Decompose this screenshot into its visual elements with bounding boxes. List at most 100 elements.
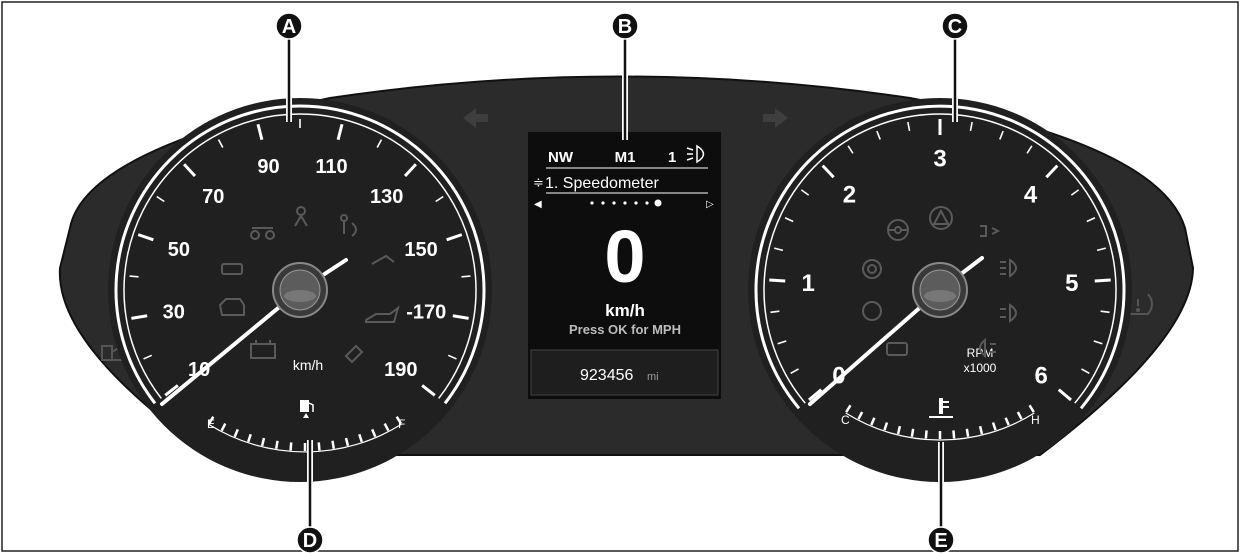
parking-lights-icon — [250, 227, 275, 240]
fuel-pump-icon — [300, 400, 314, 418]
callout-label-a: A — [282, 16, 296, 38]
gauge-segment — [896, 425, 902, 435]
traction-control-icon — [886, 342, 908, 356]
speedo-major-tick — [446, 233, 463, 242]
tacho-minor-tick — [1096, 247, 1106, 252]
page-dot — [601, 201, 605, 205]
gauge-segment — [978, 425, 984, 435]
tacho-label: 1 — [802, 270, 815, 297]
gauge-segment — [358, 433, 363, 443]
menu-item-title: 1. Speedometer — [545, 175, 660, 192]
tacho-minor-tick — [770, 310, 780, 314]
rear-fog-icon — [979, 337, 996, 359]
gauge-segment — [395, 416, 402, 425]
fuel-gauge-ticks — [208, 416, 402, 451]
tacho-minor-tick — [790, 368, 799, 375]
tacho-major-tick — [808, 388, 823, 402]
gauge-segment — [260, 437, 266, 447]
temperature-gauge-arc — [845, 412, 1035, 441]
menu-scroll-icon: ≑ — [533, 175, 544, 190]
digital-speed: 0 — [604, 215, 645, 298]
speedo-major-tick — [183, 163, 197, 178]
unit-toggle-hint: Press OK for MPH — [569, 322, 681, 337]
page-left-arrow-icon: ◀ — [534, 199, 542, 210]
gauge-segment — [247, 433, 252, 443]
temperature-gauge-ticks — [845, 404, 1035, 439]
callout-label-c: C — [948, 16, 962, 38]
airbag-warning-icon — [340, 214, 357, 237]
callout-marker-b — [611, 12, 639, 40]
page-right-arrow-icon: ▷ — [706, 199, 714, 210]
tacho-label: 2 — [843, 182, 856, 209]
gauge-segment — [275, 440, 279, 449]
callout-marker-e — [927, 526, 955, 553]
speedometer-outer-ring — [114, 104, 486, 405]
turn-signal-left-icon — [463, 108, 488, 128]
center-info-display: NW M1 1 ≑ 1. Speedometer ◀ ▷ 0 km/h Pres… — [528, 132, 721, 399]
coolant-temperature-icon — [929, 398, 953, 418]
low-beam-icon — [980, 225, 1001, 237]
temperature-hot-label: H — [1031, 413, 1040, 427]
speedo-major-tick — [452, 314, 469, 320]
speedo-major-tick — [421, 384, 436, 397]
check-engine-icon — [218, 298, 245, 316]
digital-speed-unit: km/h — [605, 301, 645, 320]
tacho-minor-tick — [1093, 340, 1103, 345]
gauge-segment — [233, 428, 239, 438]
washer-fluid-icon — [371, 254, 395, 265]
speedo-minor-tick — [156, 195, 165, 203]
speedometer-ticks — [129, 119, 471, 397]
fog-light-icon — [1000, 303, 1017, 323]
tacho-minor-tick — [907, 121, 911, 132]
tachometer-ticks — [769, 119, 1111, 402]
speedo-major-tick — [164, 384, 179, 397]
page-dot — [645, 201, 649, 205]
tacho-label: 5 — [1065, 270, 1078, 297]
gauge-segment — [331, 440, 335, 449]
speedo-label: 130 — [370, 186, 403, 208]
callout-marker-c — [941, 12, 969, 40]
gauge-segment — [289, 442, 293, 451]
speedometer-hub — [272, 262, 328, 318]
page-dot — [612, 201, 616, 205]
gauge-segment — [1004, 417, 1010, 426]
speedo-major-tick — [256, 123, 264, 141]
battery-icon — [250, 340, 276, 359]
tacho-minor-tick — [777, 340, 787, 345]
tacho-major-tick — [1045, 164, 1059, 179]
gauge-segment — [991, 422, 997, 431]
speedo-label: 90 — [257, 156, 279, 178]
gauge-segment — [344, 437, 350, 447]
tacho-label: 6 — [1034, 362, 1047, 389]
odometer-unit: mi — [647, 371, 659, 383]
tacho-major-tick — [821, 164, 835, 179]
page-dot — [634, 201, 638, 205]
tachometer-hub — [912, 262, 968, 318]
speedo-label: -170 — [406, 301, 446, 323]
temperature-cold-label: C — [841, 413, 850, 427]
brake-warning-icon — [862, 259, 882, 279]
abs-warning-icon — [862, 301, 882, 321]
tachometer-inner-ring — [763, 113, 1117, 404]
tacho-minor-tick — [800, 189, 810, 196]
gauge-segment — [317, 442, 321, 451]
speedo-minor-tick — [447, 354, 457, 360]
callout-marker-d — [296, 526, 324, 553]
callout-label-e: E — [934, 530, 947, 552]
tacho-minor-tick — [1100, 310, 1110, 314]
speedo-label: 110 — [315, 156, 347, 178]
tacho-minor-tick — [1070, 189, 1080, 196]
page-dot-active — [654, 199, 662, 207]
callout-label-b: B — [618, 16, 632, 38]
turn-signal-right-icon — [763, 108, 788, 128]
speedo-major-tick — [403, 163, 417, 178]
tacho-major-tick — [1094, 278, 1111, 283]
tachometer-outer-ring — [754, 104, 1126, 410]
gauge-segment — [952, 430, 956, 439]
tacho-minor-tick — [1086, 217, 1096, 223]
hazard-icon — [929, 206, 953, 230]
speedo-major-tick — [336, 123, 344, 141]
